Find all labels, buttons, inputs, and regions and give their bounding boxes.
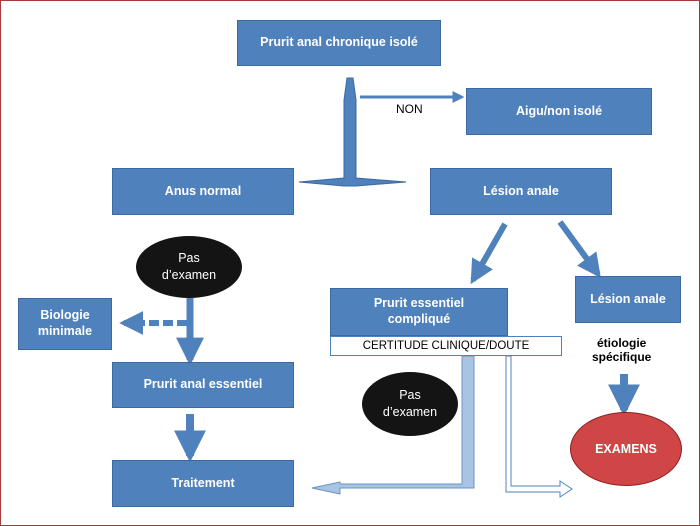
bar-clinical-certainty: CERTITUDE CLINIQUE/DOUTE [330,336,562,356]
box-minimal-biology: Biologie minimale [18,298,112,350]
box-chronic-pruritus: Prurit anal chronique isolé [237,20,441,66]
box-acute-not-isolated: Aigu/non isolé [466,88,652,135]
box-treatment: Traitement [112,460,294,507]
box-essential-pruritus: Prurit anal essentiel [112,362,294,408]
oval-no-exam-left: Pas d’examen [136,236,242,298]
light-arrow-to-treatment [311,355,475,495]
box-anal-lesion-specific: Lésion anale [575,276,681,323]
box-complicated-pruritus: Prurit essentiel compliqué [330,288,508,336]
label-specific-etiology: étiologie spécifique [592,336,652,364]
box-anal-lesion: Lésion anale [430,168,612,215]
oval-no-exam-right: Pas d’examen [362,372,458,436]
light-arrow-to-right [505,355,573,498]
arrow-lesion-to-lesion2 [557,220,601,278]
oval-exams: EXAMENS [570,412,682,486]
box-normal-anus: Anus normal [112,168,294,215]
arrow-lesion-to-complicated [470,222,508,285]
spike-shaft [298,77,407,187]
label-non: NON [396,102,423,116]
